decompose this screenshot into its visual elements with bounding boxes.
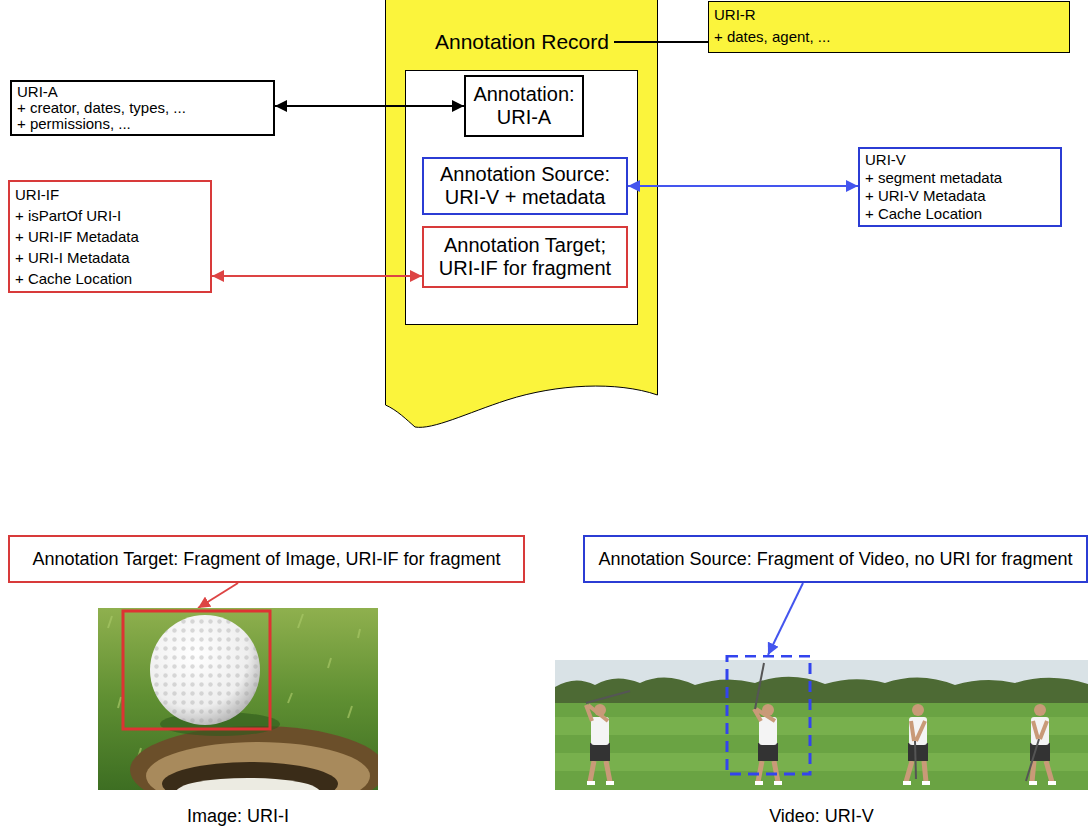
target-box: Annotation Target; URI-IF for fragment bbox=[422, 226, 628, 288]
annotation-box: Annotation: URI-A bbox=[464, 75, 584, 137]
connector-arrow bbox=[768, 583, 803, 655]
uri-r-metadata-box: URI-R+ dates, agent, ... bbox=[708, 1, 1070, 53]
metadata-line: URI-IF bbox=[15, 184, 205, 205]
connector-arrow bbox=[614, 41, 708, 43]
box-text: Annotation Target; URI-IF for fragment bbox=[429, 234, 621, 280]
uri-if-metadata-box: URI-IF+ isPartOf URI-I+ URI-IF Metadata+… bbox=[8, 180, 212, 293]
connector-arrow bbox=[212, 275, 422, 277]
metadata-line: + segment metadata bbox=[865, 169, 1055, 187]
metadata-line: URI-R bbox=[714, 4, 1064, 26]
annotation-record-document: Annotation RecordAnnotation: URI-A Annota… bbox=[385, 0, 658, 428]
image-figure: Image: URI-I bbox=[98, 608, 378, 827]
caption-text: Annotation Target: Fragment of Image, UR… bbox=[17, 549, 516, 570]
source-box: Annotation Source: URI-V + metadata bbox=[422, 157, 628, 215]
figure-label: Image: URI-I bbox=[98, 806, 378, 827]
record-heading: Annotation Record bbox=[435, 30, 609, 54]
metadata-line: URI-V bbox=[865, 151, 1055, 169]
metadata-line: + Cache Location bbox=[865, 205, 1055, 223]
metadata-line: + URI-I Metadata bbox=[15, 247, 205, 268]
metadata-line: + URI-V Metadata bbox=[865, 187, 1055, 205]
target-caption-box: Annotation Target: Fragment of Image, UR… bbox=[8, 535, 525, 583]
figure-label: Video: URI-V bbox=[555, 806, 1088, 827]
metadata-line: URI-A bbox=[17, 84, 268, 100]
metadata-line: + dates, agent, ... bbox=[714, 26, 1064, 48]
metadata-line: + isPartOf URI-I bbox=[15, 205, 205, 226]
metadata-line: + creator, dates, types, ... bbox=[17, 100, 268, 116]
metadata-line: + Cache Location bbox=[15, 268, 205, 289]
golf-swing-video-strip bbox=[555, 655, 1088, 790]
metadata-line: + URI-IF Metadata bbox=[15, 226, 205, 247]
caption-text: Annotation Source: Fragment of Video, no… bbox=[592, 549, 1079, 570]
box-text: Annotation Source: URI-V + metadata bbox=[429, 163, 621, 209]
connector-arrow bbox=[198, 583, 238, 608]
golf-ball-photo bbox=[98, 608, 378, 790]
source-caption-box: Annotation Source: Fragment of Video, no… bbox=[583, 535, 1088, 583]
box-text: Annotation: URI-A bbox=[471, 83, 577, 129]
uri-v-metadata-box: URI-V+ segment metadata+ URI-V Metadata+… bbox=[858, 147, 1062, 227]
metadata-line: + permissions, ... bbox=[17, 116, 268, 132]
video-figure: Video: URI-V bbox=[555, 655, 1088, 827]
uri-a-metadata-box: URI-A+ creator, dates, types, ...+ permi… bbox=[10, 80, 275, 136]
connector-arrow bbox=[275, 105, 464, 107]
connector-arrow bbox=[628, 185, 858, 187]
